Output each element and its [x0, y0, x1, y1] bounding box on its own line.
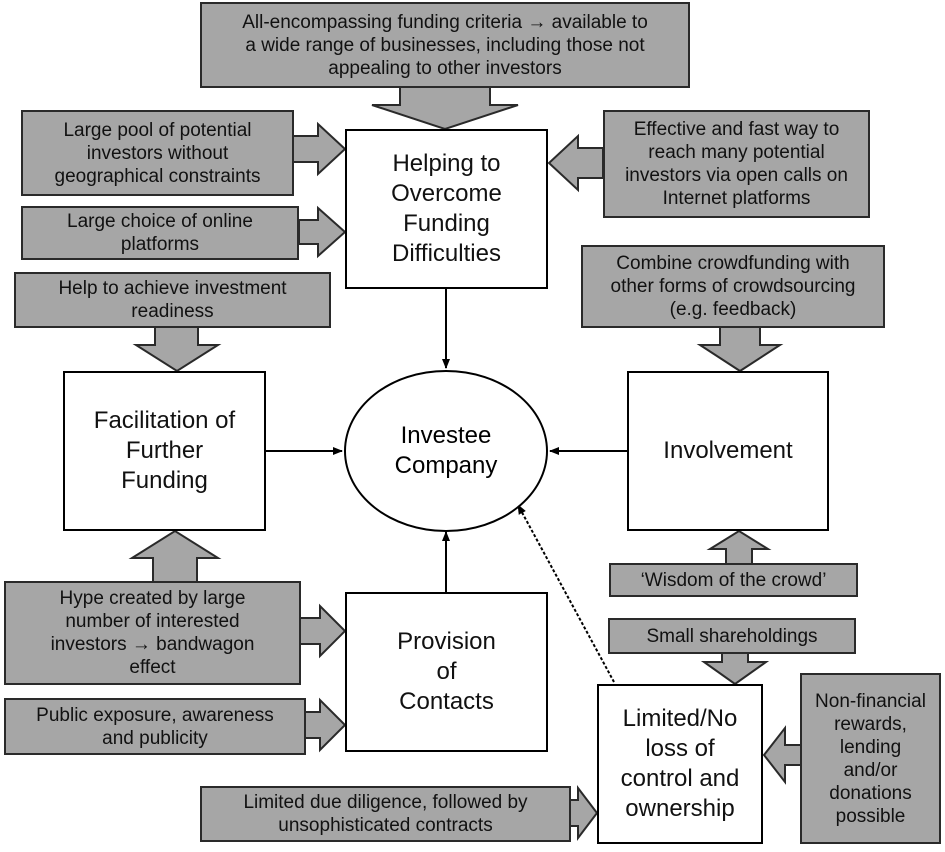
box-funding-difficulties: Helping to Overcome Funding Difficulties: [345, 129, 548, 289]
note-small-shareholdings-text: Small shareholdings: [646, 625, 818, 647]
block-arrow-wisdom: [706, 529, 772, 565]
block-arrow-platforms: [298, 205, 347, 259]
block-arrow-exposure: [304, 697, 347, 753]
box-further-funding-label: Facilitation of Further Funding: [93, 407, 236, 494]
block-arrow-pool: [292, 121, 347, 177]
block-arrow-combine: [696, 326, 784, 373]
block-arrow-nonfinancial: [762, 725, 802, 785]
box-loss-of-control: Limited/No loss of control and ownership: [597, 684, 763, 844]
box-provision-of-contacts-label: Provision of Contacts: [397, 628, 496, 715]
arrow-control-to-company: [517, 504, 615, 683]
block-arrow-readiness: [132, 326, 222, 373]
box-provision-of-contacts: Provision of Contacts: [345, 592, 548, 752]
box-further-funding: Facilitation of Further Funding: [63, 371, 266, 531]
block-arrow-hype: [128, 529, 222, 583]
note-online-platforms-text: Large choice of online platforms: [67, 211, 253, 255]
block-arrow-effective: [547, 133, 604, 193]
note-crowdsourcing-text: Combine crowdfunding with other forms of…: [610, 253, 856, 320]
investee-company: Investee Company: [344, 370, 548, 532]
note-wisdom-of-crowd-text: ‘Wisdom of the crowd’: [640, 569, 827, 591]
box-loss-of-control-label: Limited/No loss of control and ownership: [620, 705, 740, 822]
note-funding-criteria-text: All-encompassing funding criteria → avai…: [242, 11, 648, 79]
box-funding-difficulties-label: Helping to Overcome Funding Difficulties: [391, 150, 502, 267]
note-investor-pool-text: Large pool of potential investors withou…: [54, 119, 261, 187]
note-funding-criteria: All-encompassing funding criteria → avai…: [200, 2, 690, 88]
block-arrow-hype-contacts: [299, 603, 347, 659]
note-open-calls-text: Effective and fast way to reach many pot…: [625, 119, 848, 209]
note-investor-pool: Large pool of potential investors withou…: [21, 110, 294, 196]
box-involvement: Involvement: [627, 371, 829, 531]
box-involvement-label: Involvement: [663, 437, 793, 464]
investee-company-label: Investee Company: [394, 422, 498, 479]
note-non-financial-rewards-text: Non-financial rewards, lending and/or do…: [815, 690, 926, 827]
note-small-shareholdings: Small shareholdings: [608, 618, 856, 654]
note-due-diligence-text: Limited due diligence, followed by unsop…: [243, 792, 528, 836]
note-crowdsourcing: Combine crowdfunding with other forms of…: [581, 245, 885, 328]
block-arrow-small: [700, 652, 770, 686]
note-investment-readiness: Help to achieve investment readiness: [14, 272, 331, 328]
note-non-financial-rewards: Non-financial rewards, lending and/or do…: [800, 673, 941, 844]
note-due-diligence: Limited due diligence, followed by unsop…: [200, 786, 571, 842]
block-arrow-criteria: [371, 86, 519, 131]
note-open-calls: Effective and fast way to reach many pot…: [603, 110, 870, 218]
block-arrow-diligence: [569, 785, 599, 841]
note-public-exposure: Public exposure, awareness and publicity: [4, 698, 306, 755]
note-online-platforms: Large choice of online platforms: [21, 206, 299, 260]
note-bandwagon-hype: Hype created by large number of interest…: [4, 581, 301, 685]
note-bandwagon-hype-text: Hype created by large number of interest…: [50, 588, 255, 678]
note-public-exposure-text: Public exposure, awareness and publicity: [36, 704, 274, 749]
note-wisdom-of-crowd: ‘Wisdom of the crowd’: [609, 563, 858, 597]
note-investment-readiness-text: Help to achieve investment readiness: [58, 278, 287, 322]
